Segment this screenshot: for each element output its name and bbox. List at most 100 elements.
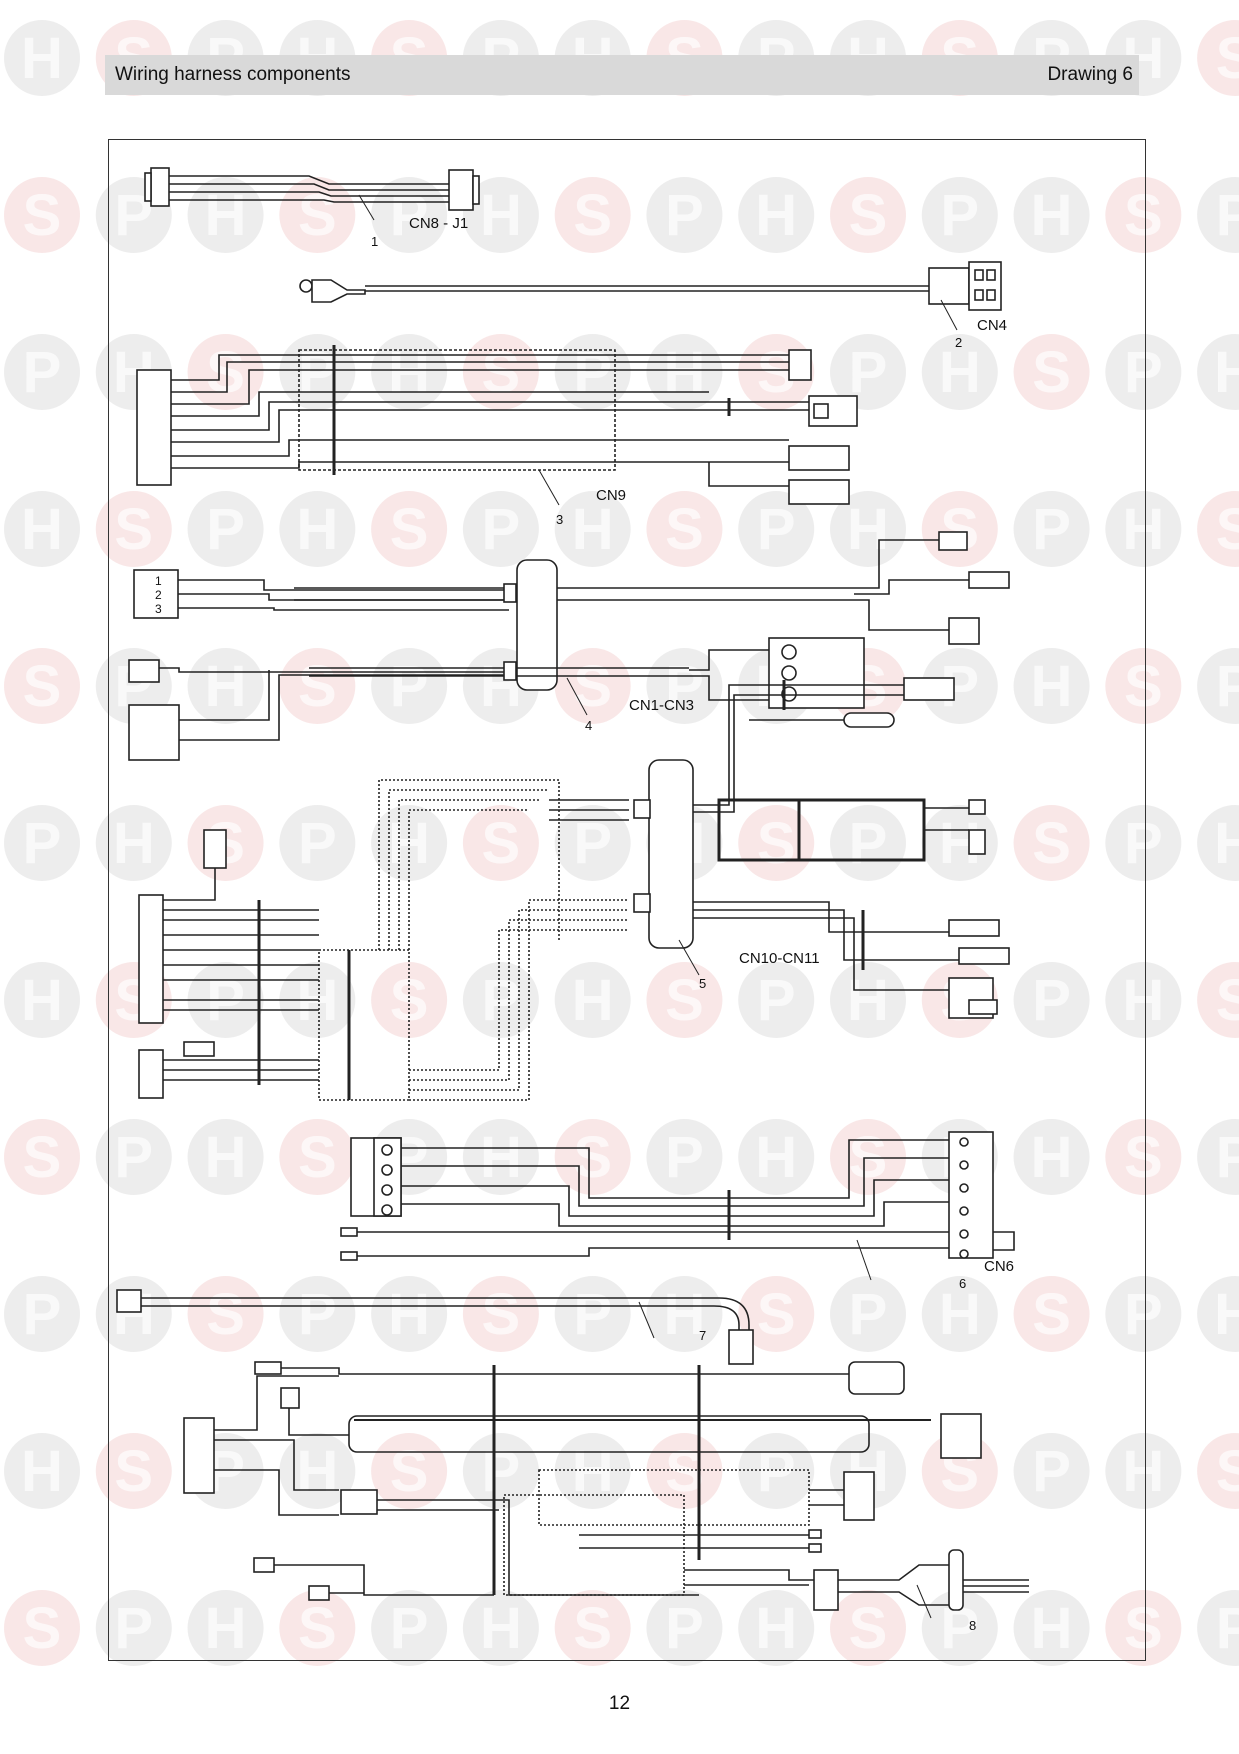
watermark-letter: P <box>114 1125 153 1190</box>
watermark-circle <box>1105 648 1182 724</box>
watermark-letter: P <box>23 811 62 876</box>
watermark-letter: P <box>390 183 429 248</box>
watermark-letter: H <box>296 497 338 562</box>
watermark-letter: H <box>1214 1282 1239 1347</box>
watermark-circle <box>921 805 998 881</box>
watermark-circle <box>4 962 80 1038</box>
watermark-circle <box>187 177 264 253</box>
watermark-letter: S <box>298 1125 337 1190</box>
watermark-letter: H <box>205 1596 247 1661</box>
watermark-circle <box>462 177 539 253</box>
watermark-circle <box>1197 962 1239 1038</box>
watermark-letter: S <box>206 340 245 405</box>
watermark-letter: S <box>1216 1439 1239 1504</box>
watermark-circle <box>1197 177 1239 253</box>
watermark-letter: H <box>1031 1125 1073 1190</box>
watermark-circle <box>95 805 172 881</box>
harness-5 <box>138 677 1010 1101</box>
watermark-circle <box>95 1276 172 1352</box>
watermark-circle <box>1013 648 1090 724</box>
watermark-letter: P <box>482 497 521 562</box>
watermark-circle <box>1013 334 1090 410</box>
watermark-letter: H <box>847 497 889 562</box>
watermark-letter: S <box>1124 654 1163 719</box>
watermark-letter: S <box>665 968 704 1033</box>
watermark-letter: H <box>21 1439 63 1504</box>
watermark-letter: P <box>573 340 612 405</box>
pin-label: 1 <box>155 574 162 588</box>
watermark-letter: P <box>298 1282 337 1347</box>
watermark-circle <box>187 334 264 410</box>
watermark-letter: S <box>298 183 337 248</box>
watermark-circle <box>462 962 539 1038</box>
watermark-letter: S <box>940 497 979 562</box>
watermark-letter: H <box>755 1596 797 1661</box>
watermark-letter: H <box>572 497 614 562</box>
watermark-circle <box>554 1119 631 1195</box>
watermark-circle <box>4 1590 80 1666</box>
watermark-letter: H <box>1122 968 1164 1033</box>
watermark-circle <box>1013 962 1090 1038</box>
watermark-letter: H <box>939 1282 981 1347</box>
watermark-letter: H <box>1122 1439 1164 1504</box>
watermark-circle <box>371 648 448 724</box>
watermark-circle <box>554 962 631 1038</box>
page-header: Wiring harness components Drawing 6 <box>105 55 1139 95</box>
watermark-circle <box>371 805 448 881</box>
watermark-letter: H <box>205 654 247 719</box>
watermark-letter: P <box>665 183 704 248</box>
watermark-circle <box>4 805 80 881</box>
watermark-circle <box>371 1590 448 1666</box>
watermark-letter: P <box>757 968 796 1033</box>
watermark-letter: P <box>665 1596 704 1661</box>
watermark-letter: P <box>1032 968 1071 1033</box>
watermark-letter: H <box>205 1125 247 1190</box>
watermark-letter: P <box>1124 811 1163 876</box>
watermark-letter: H <box>1031 1596 1073 1661</box>
watermark-letter: P <box>757 497 796 562</box>
harness-7 <box>116 1289 754 1365</box>
watermark-circle <box>279 491 356 567</box>
callout-number-8: 8 <box>969 1618 976 1633</box>
watermark-circle <box>1197 1590 1239 1666</box>
watermark-circle <box>1197 648 1239 724</box>
watermark-letter: H <box>1122 497 1164 562</box>
harness-1 <box>144 167 480 221</box>
watermark-circle <box>830 962 906 1038</box>
watermark-circle <box>462 334 539 410</box>
watermark-circle <box>95 1590 172 1666</box>
callout-number-3: 3 <box>556 512 563 527</box>
callout-number-2: 2 <box>955 335 962 350</box>
watermark-circle <box>738 177 815 253</box>
watermark-circle <box>738 962 815 1038</box>
watermark-circle <box>1197 805 1239 881</box>
connector-label-1: CN8 - J1 <box>409 215 468 232</box>
watermark-letter: H <box>21 968 63 1033</box>
callout-number-4: 4 <box>585 718 592 733</box>
watermark-letter: H <box>939 340 981 405</box>
watermark-circle <box>187 1590 264 1666</box>
watermark-circle <box>4 648 80 724</box>
watermark-circle <box>4 1433 80 1509</box>
watermark-circle <box>554 177 631 253</box>
watermark-letter: S <box>1032 811 1071 876</box>
harness-6 <box>340 1131 1015 1281</box>
watermark-circle <box>462 1119 539 1195</box>
watermark-circle <box>4 491 80 567</box>
pin-label: 3 <box>155 602 162 616</box>
watermark-letter: H <box>480 1125 522 1190</box>
watermark-letter: P <box>573 1282 612 1347</box>
watermark-letter: S <box>1124 1125 1163 1190</box>
watermark-circle <box>738 1276 815 1352</box>
watermark-letter: P <box>23 340 62 405</box>
watermark-letter: H <box>388 340 430 405</box>
watermark-letter: H <box>480 183 522 248</box>
watermark-circle <box>921 177 998 253</box>
watermark-circle <box>1013 1276 1090 1352</box>
watermark-circle <box>1105 1276 1182 1352</box>
watermark-letter: H <box>21 497 63 562</box>
watermark-circle <box>830 334 906 410</box>
harness-2 <box>299 261 1002 331</box>
watermark-letter: S <box>390 497 429 562</box>
watermark-circle <box>371 491 448 567</box>
